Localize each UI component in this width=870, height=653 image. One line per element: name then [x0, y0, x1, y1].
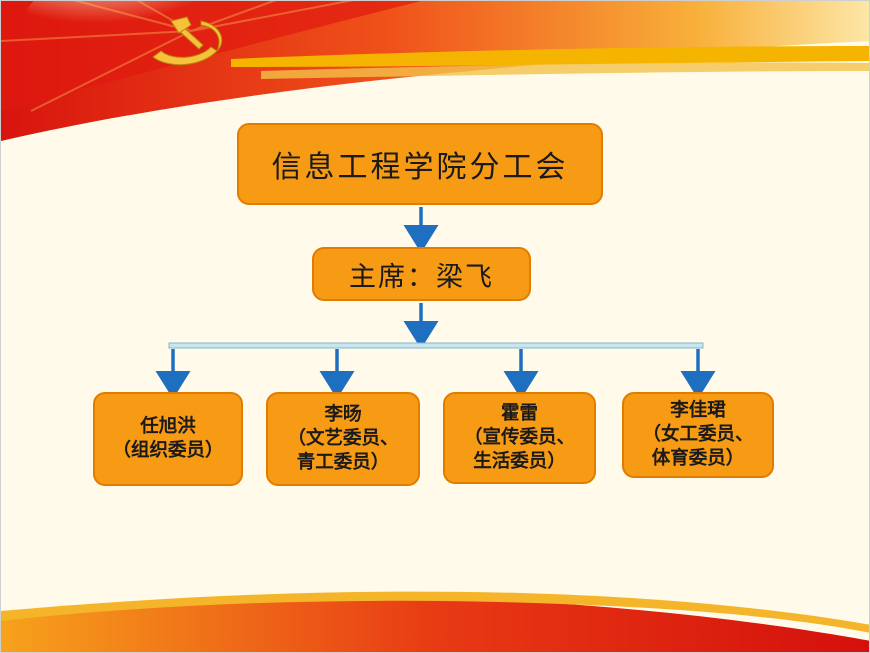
member-role: 青工委员）	[296, 452, 390, 473]
member-role: （文艺委员、	[287, 428, 399, 449]
member-box-1: 任旭洪 （组织委员）	[93, 392, 243, 486]
org-title-box: 信息工程学院分工会	[237, 123, 603, 205]
chair-label: 主席：梁飞	[349, 261, 494, 293]
member-name: 任旭洪	[140, 416, 196, 437]
hammer-and-sickle-icon	[152, 16, 223, 66]
member-role: （宣传委员、	[463, 427, 575, 448]
member-role: （女工委员、	[642, 424, 754, 445]
horizontal-bar	[168, 342, 704, 349]
chair-box: 主席：梁飞	[312, 247, 531, 301]
member-box-3: 霍雷 （宣传委员、 生活委员）	[443, 392, 596, 484]
member-box-4: 李佳珺 （女工委员、 体育委员）	[622, 392, 774, 478]
org-title: 信息工程学院分工会	[271, 150, 569, 185]
member-role: 生活委员）	[473, 451, 566, 472]
member-name: 李佳珺	[670, 400, 726, 421]
member-role: 体育委员）	[651, 448, 745, 469]
member-role: （组织委员）	[112, 440, 224, 461]
member-name: 李旸	[324, 404, 362, 425]
member-box-2: 李旸 （文艺委员、 青工委员）	[266, 392, 420, 486]
member-name: 霍雷	[500, 403, 538, 424]
